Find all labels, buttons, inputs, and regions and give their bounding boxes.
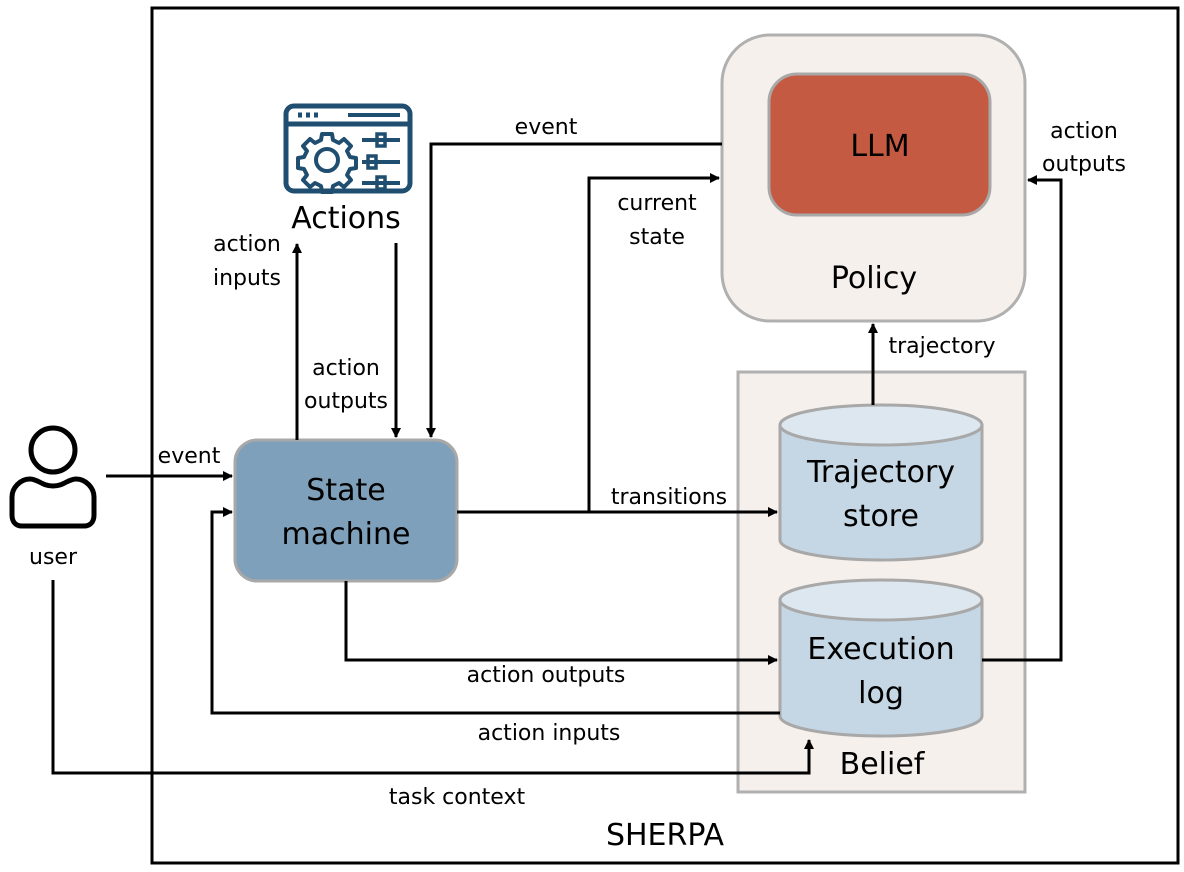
- edge-action-inputs-back: [210, 507, 780, 715]
- label-transitions: transitions: [611, 485, 727, 510]
- user-label: user: [29, 545, 78, 570]
- label-action-outputs-1: action: [312, 356, 380, 381]
- state-machine-label-1: State: [306, 473, 385, 508]
- edge-action-outputs-log: [344, 581, 778, 665]
- edge-current-state: [587, 173, 720, 512]
- label-user-event: event: [158, 444, 221, 469]
- label-action-outputs-2: outputs: [304, 389, 388, 414]
- label-exec-action-1: action: [1050, 119, 1118, 144]
- trajectory-store-label-2: store: [843, 499, 919, 534]
- state-machine-label-2: machine: [282, 517, 411, 552]
- execution-log-label-2: log: [858, 676, 904, 711]
- policy-label: Policy: [831, 261, 917, 296]
- user-icon[interactable]: [9, 425, 97, 529]
- label-current-state-2: state: [629, 225, 685, 250]
- execution-log-label-1: Execution: [807, 632, 954, 667]
- label-action-inputs-back: action inputs: [478, 721, 621, 746]
- label-task-context: task context: [389, 785, 526, 810]
- edge-task-context: [51, 580, 814, 775]
- label-action-outputs-log: action outputs: [467, 663, 626, 688]
- trajectory-store-label-1: Trajectory: [806, 455, 955, 490]
- label-action-inputs-1: action: [213, 232, 281, 257]
- sherpa-frame: [150, 6, 1180, 865]
- state-machine-box[interactable]: [233, 438, 459, 583]
- settings-window-icon[interactable]: [283, 103, 413, 194]
- execution-log-cylinder[interactable]: [778, 578, 984, 738]
- belief-label: Belief: [840, 747, 926, 782]
- trajectory-store-cylinder[interactable]: [778, 403, 984, 562]
- label-exec-action-2: outputs: [1042, 152, 1126, 177]
- label-policy-event: event: [515, 115, 578, 140]
- label-action-inputs-2: inputs: [213, 266, 281, 291]
- edge-exec-to-policy: [982, 175, 1063, 662]
- actions-label: Actions: [291, 201, 401, 236]
- label-trajectory: trajectory: [888, 334, 995, 359]
- sherpa-label: SHERPA: [606, 818, 725, 853]
- label-current-state-1: current: [617, 191, 697, 216]
- llm-box[interactable]: [767, 72, 992, 217]
- edge-policy-event: [426, 142, 722, 438]
- llm-label: LLM: [850, 129, 909, 164]
